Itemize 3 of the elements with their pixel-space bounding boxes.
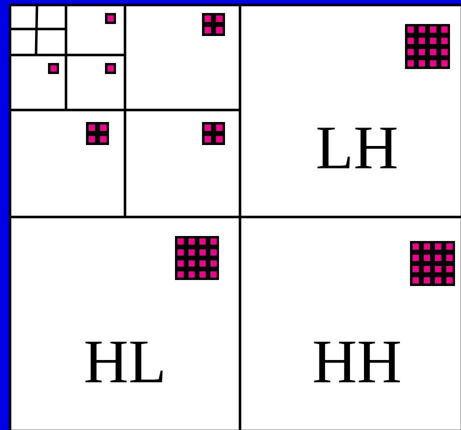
quadrant-label: LH bbox=[317, 128, 397, 168]
quadrant-label: HL bbox=[85, 342, 163, 382]
quadrant-label: HH bbox=[314, 342, 400, 382]
